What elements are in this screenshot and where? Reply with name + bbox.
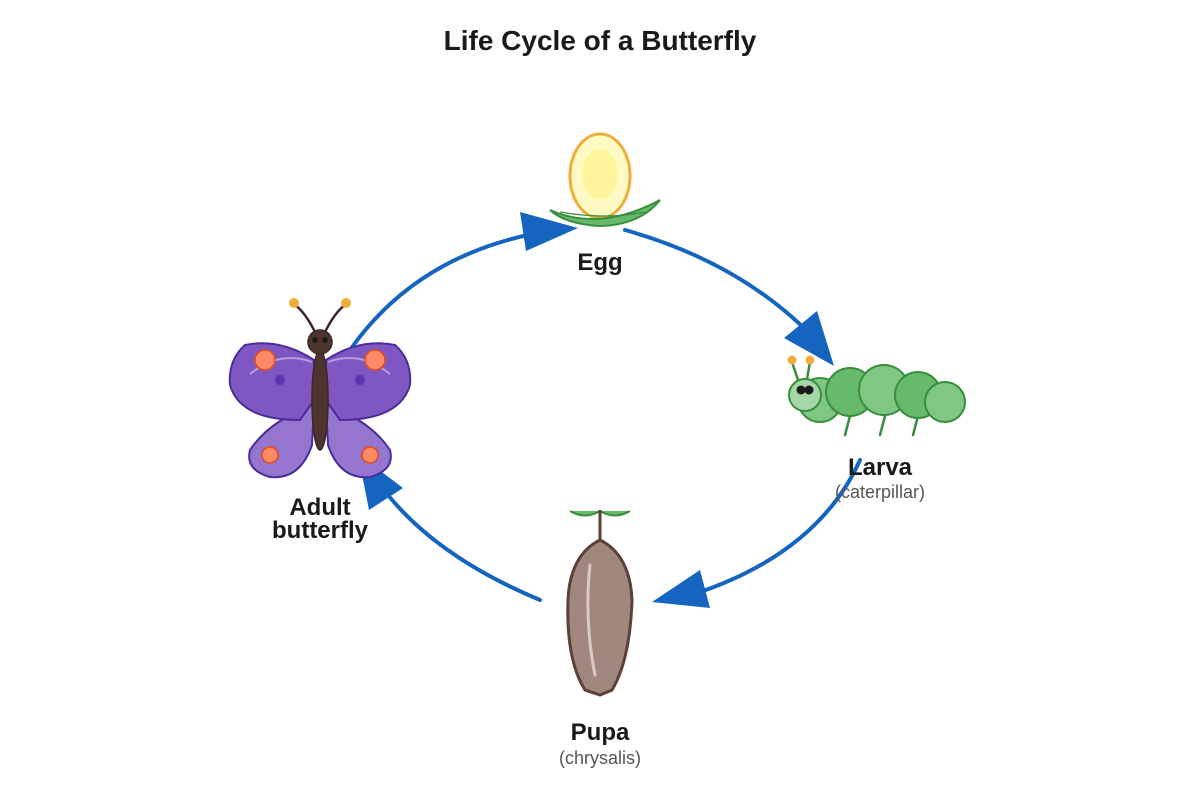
larva-sublabel: (caterpillar) <box>835 482 925 502</box>
caterpillar-icon <box>787 355 966 437</box>
chrysalis-icon <box>566 509 634 697</box>
adult-label-line2: butterfly <box>272 517 369 544</box>
diagram-title: Life Cycle of a Butterfly <box>444 25 757 56</box>
adult-label-line1: Adult <box>289 494 350 521</box>
arrowhead-pupa <box>652 570 710 608</box>
pupa-sublabel: (chrysalis) <box>559 748 641 768</box>
egg-icon <box>549 132 661 228</box>
adult-stage: Adult butterfly <box>228 298 412 544</box>
pupa-stage: Pupa (chrysalis) <box>559 509 641 768</box>
larva-stage: Larva (caterpillar) <box>787 355 966 502</box>
egg-stage: Egg <box>549 132 661 276</box>
arrowhead-larva <box>784 311 834 366</box>
larva-label: Larva <box>848 454 913 481</box>
pupa-label: Pupa <box>571 719 630 746</box>
arrow-larva-to-pupa <box>673 458 862 602</box>
arrow-adult-to-egg <box>348 228 557 352</box>
butterfly-icon <box>228 298 412 479</box>
arrowhead-egg <box>520 212 578 251</box>
egg-label: Egg <box>577 249 622 276</box>
